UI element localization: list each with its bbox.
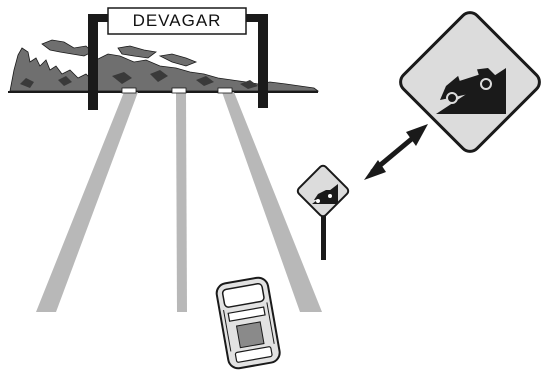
landscape-silhouette [10, 40, 318, 91]
steep-grade-warning-icon [296, 164, 350, 218]
road-sign-banner-text: DEVAGAR [108, 8, 246, 34]
road-stripe-center [176, 92, 187, 312]
gantry-post-left [88, 14, 98, 110]
road-stripe-left [36, 92, 138, 312]
car-top-view-icon [215, 276, 281, 370]
gantry-post-right [258, 14, 268, 108]
double-headed-arrow-icon [364, 124, 428, 180]
